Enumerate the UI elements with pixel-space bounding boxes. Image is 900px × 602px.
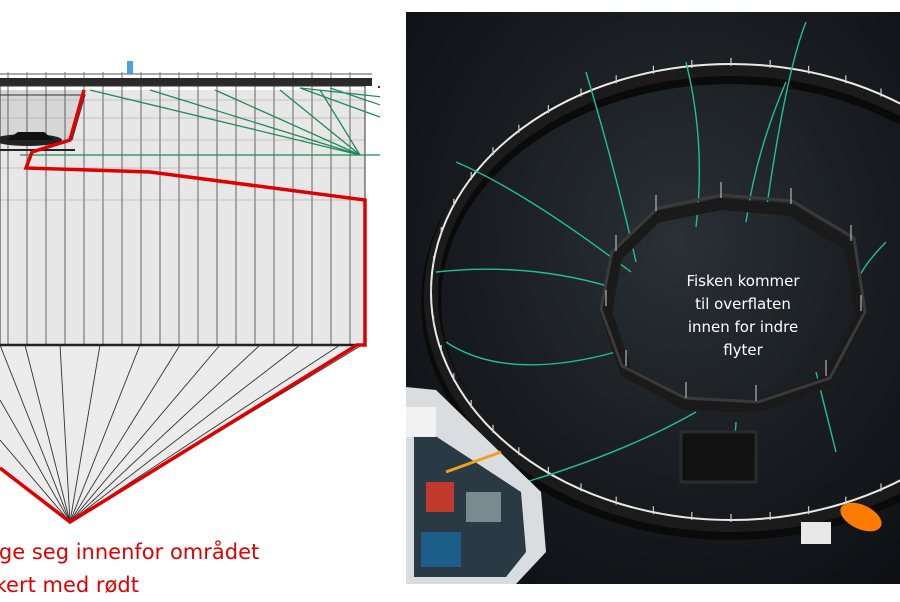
inner-floater-hood xyxy=(6,132,54,140)
inner-floater-fence xyxy=(599,193,867,404)
surface-float xyxy=(0,78,372,86)
inner-floater-net xyxy=(0,94,86,141)
inner-floater-ring xyxy=(599,197,868,414)
float-box xyxy=(801,522,831,544)
photo-label-line-4: flyter xyxy=(723,341,763,359)
net-vertical-lines xyxy=(7,86,351,345)
service-boat xyxy=(406,387,546,584)
mooring-lines xyxy=(20,87,380,156)
feed-cage xyxy=(679,430,758,484)
photo-label: Fisken kommer til overflaten innen for i… xyxy=(658,270,828,362)
aerial-photo: Fisken kommer til overflaten innen for i… xyxy=(406,12,900,584)
highlight-boundary xyxy=(0,89,367,525)
caption-line-2: rkert med rødt xyxy=(0,573,139,597)
dinghy xyxy=(840,502,882,532)
ring-posts xyxy=(430,58,882,522)
diagram-caption: ege seg innenfor området rkert med rødt xyxy=(0,536,380,602)
float-marker xyxy=(127,61,133,74)
photo-label-line-1: Fisken kommer xyxy=(686,272,800,290)
cone-shading xyxy=(0,345,362,522)
photo-label-line-2: til overflaten xyxy=(695,295,791,313)
cage-cross-section-diagram xyxy=(0,61,380,525)
caption-line-1: ege seg innenfor området xyxy=(0,540,260,564)
photo-label-line-3: innen for indre xyxy=(687,318,799,336)
rail-posts xyxy=(7,72,351,78)
inner-floater-posts xyxy=(605,182,862,401)
aerial-photo-scene xyxy=(406,12,900,584)
